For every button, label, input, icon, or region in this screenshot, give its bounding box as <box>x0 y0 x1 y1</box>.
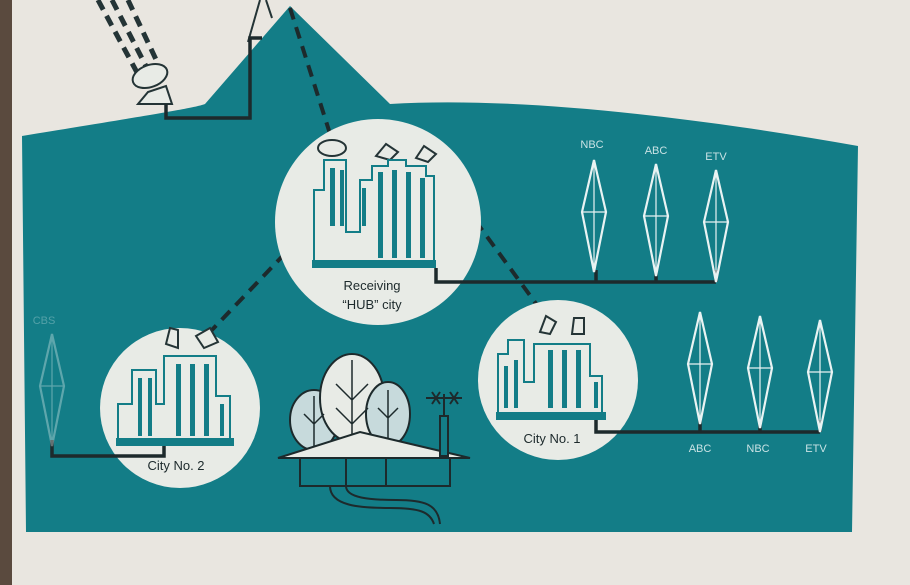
hub-towers: NBC ABC ETV <box>580 139 730 284</box>
city-2: City No. 2 <box>100 326 260 488</box>
hub-tower-label: ABC <box>645 145 668 157</box>
city1-tower-label: NBC <box>746 443 769 455</box>
city2-feed-line <box>50 440 166 458</box>
city1-reflector-icon <box>570 317 585 335</box>
city2-faint-tower-label: CBS <box>33 315 56 327</box>
hub-reflector-icon <box>414 144 438 164</box>
hub-buildings <box>312 159 436 268</box>
city1-tower-label: ETV <box>805 443 827 455</box>
hub-feed-line <box>434 268 718 284</box>
hub-tower-label: NBC <box>580 139 603 151</box>
city1-feed-line <box>594 420 822 434</box>
city1-reflector-icon <box>538 314 558 336</box>
tree-icon <box>289 353 411 451</box>
house-walls <box>299 457 451 487</box>
mountain-antenna-icon <box>247 0 273 43</box>
city2-buildings <box>116 355 234 446</box>
hub-label-line1: Receiving <box>343 278 400 293</box>
page-edge <box>0 0 12 585</box>
hub-tower-label: ETV <box>705 151 727 163</box>
rural-house <box>277 353 471 525</box>
city1-label: City No. 1 <box>523 431 580 446</box>
city2-reflector-icon <box>164 326 179 350</box>
house-tv-antenna-icon <box>426 391 462 416</box>
hub-city: Receiving “HUB” city <box>275 119 481 325</box>
city2-reflector-icon <box>194 326 220 350</box>
hub-label-line2: “HUB” city <box>342 297 402 312</box>
satellite-beam <box>95 0 163 80</box>
hub-dish-icon <box>317 139 347 157</box>
city1-buildings <box>496 339 606 420</box>
hub-reflector-icon <box>374 142 400 162</box>
driveway <box>329 485 441 525</box>
ground-dish-icon <box>131 62 174 105</box>
city1-towers: ABC NBC ETV <box>686 310 834 455</box>
city1-tower-label: ABC <box>689 443 712 455</box>
city2-label: City No. 2 <box>147 458 204 473</box>
city2-faint-tower: CBS <box>33 315 66 448</box>
dish-feed-line <box>164 36 262 120</box>
city-1: City No. 1 <box>478 300 638 460</box>
